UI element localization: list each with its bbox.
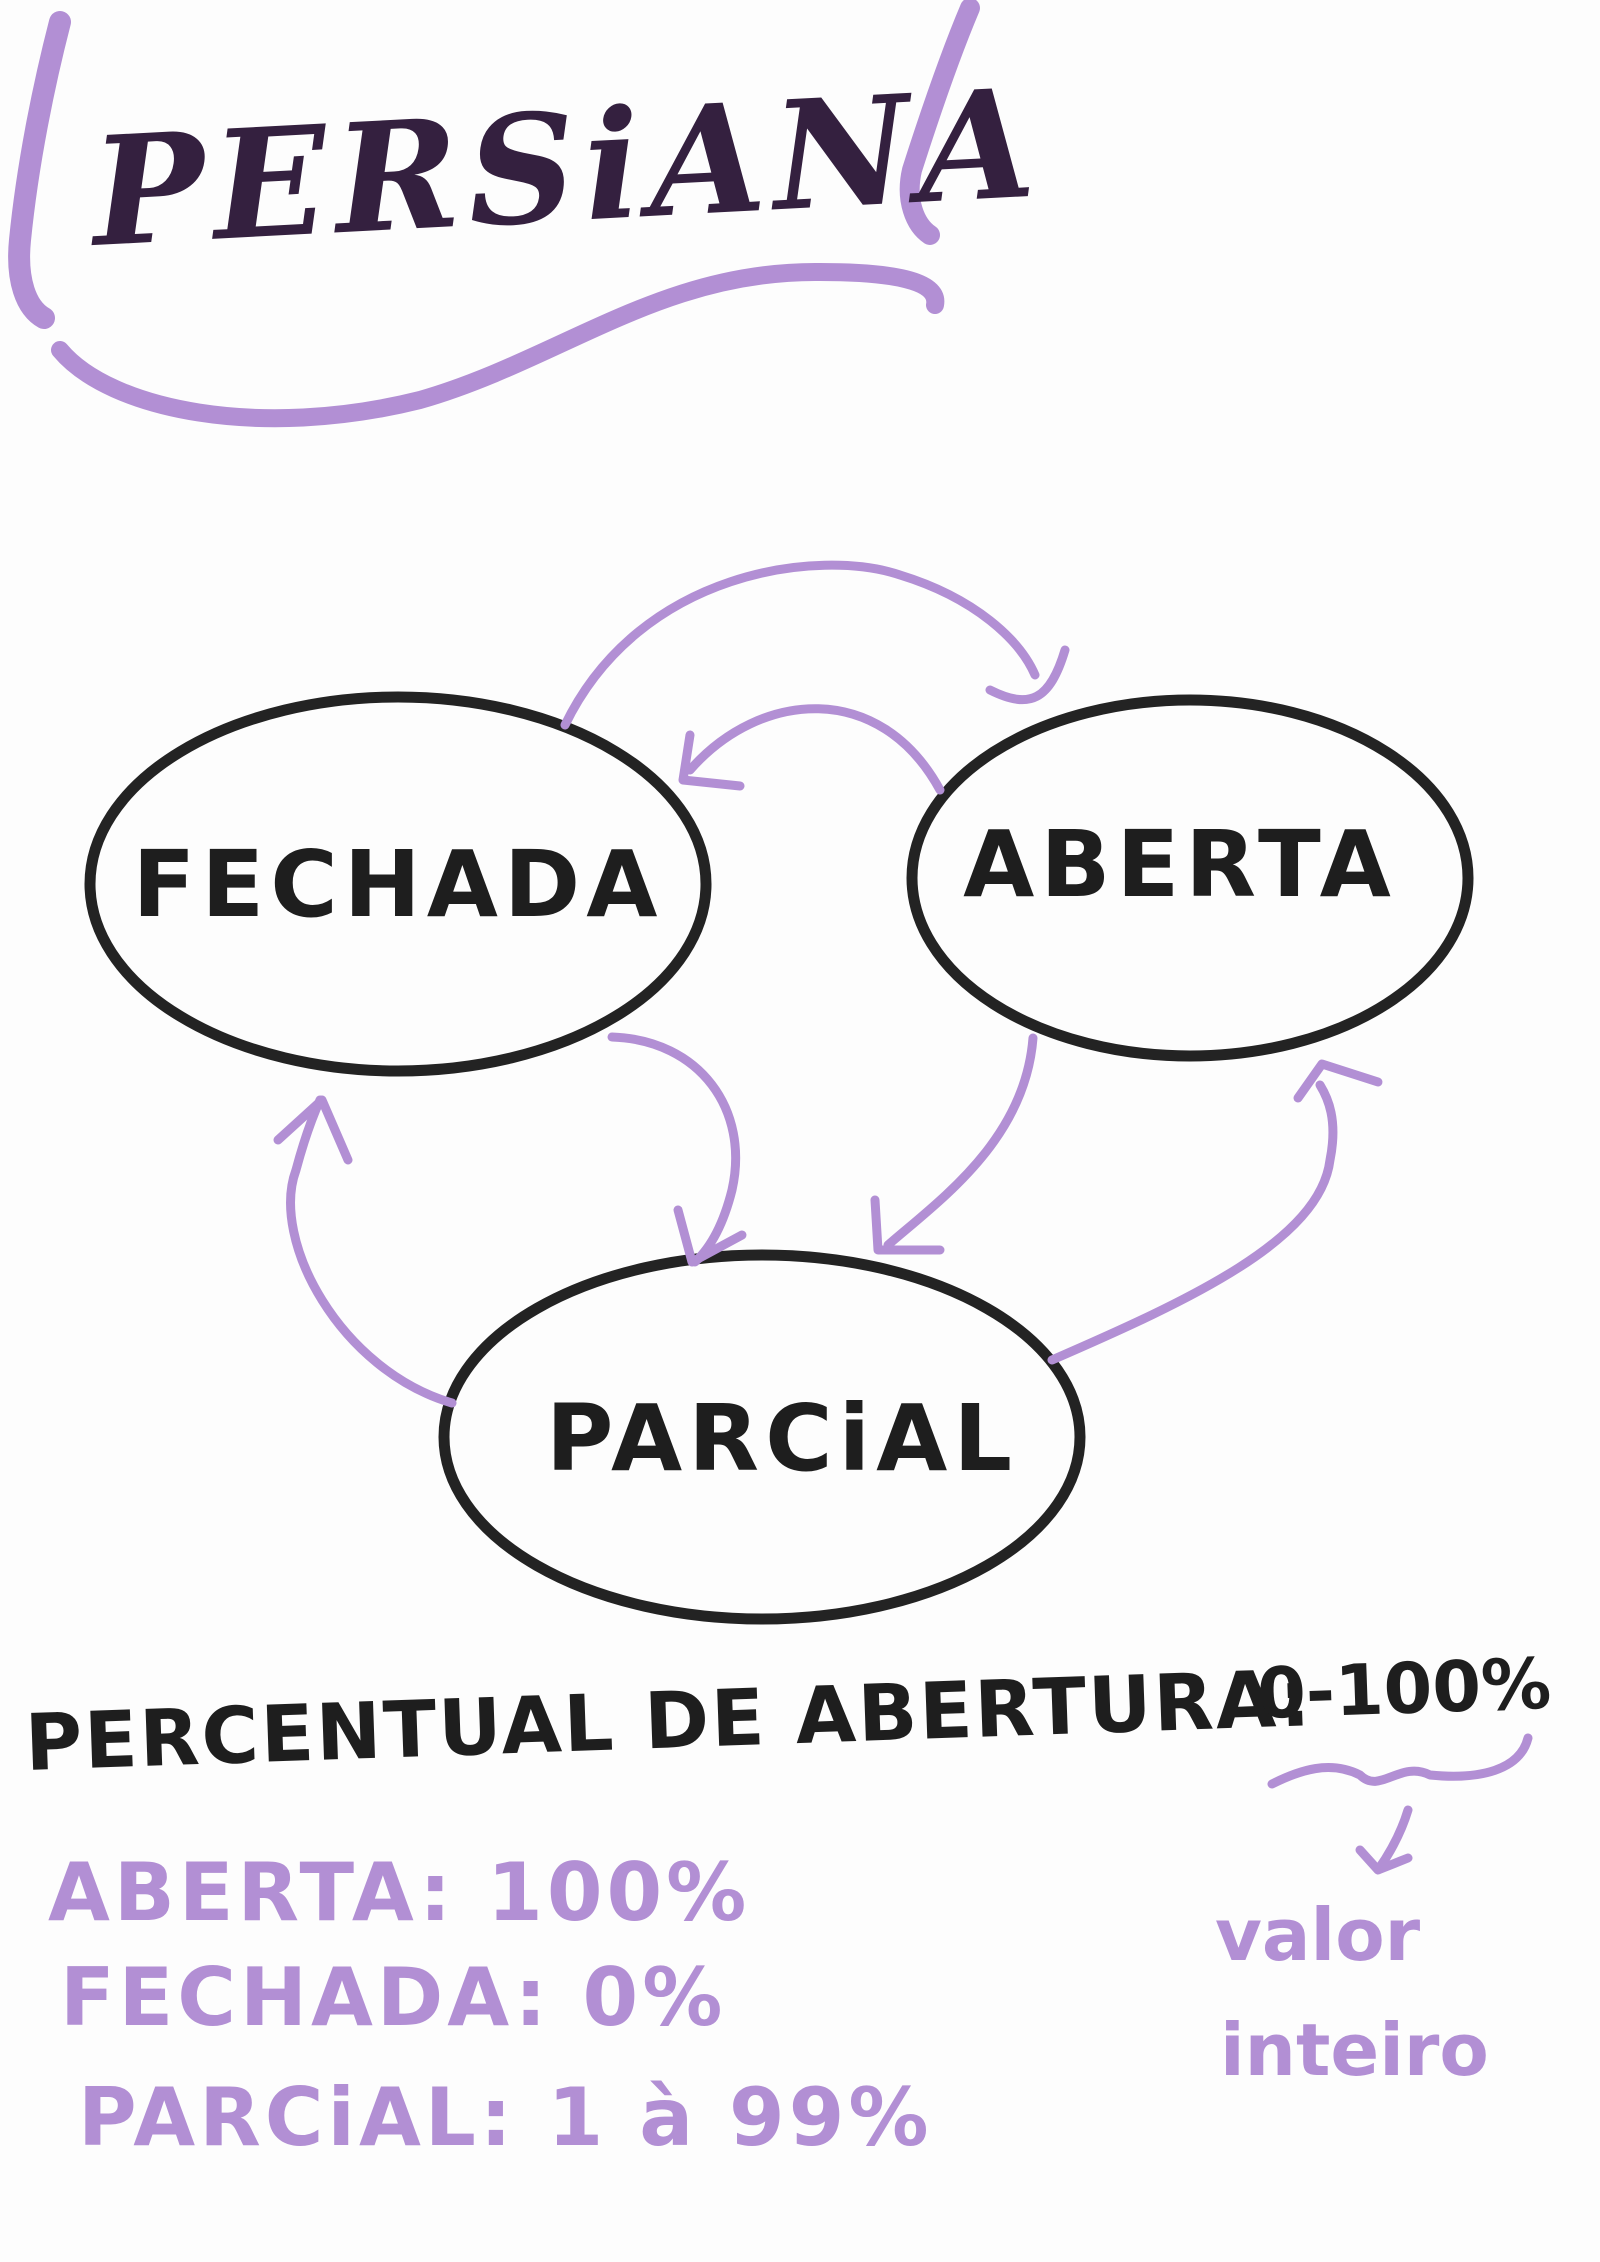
state-label-aberta: ABERTA (963, 811, 1397, 918)
transition-aberta-to-parcial (870, 1033, 1038, 1255)
arrowhead-icon (678, 730, 745, 791)
note-line-2: inteiro (1220, 2008, 1489, 2092)
state-oval-aberta (906, 694, 1474, 1062)
page-title: PERSiANA (84, 55, 1047, 281)
state-label-parcial: PARCiAL (546, 1385, 1018, 1492)
note-line-1: valor (1215, 1893, 1421, 1977)
value-fechada: FECHADA: 0% (60, 1951, 726, 2044)
state-oval-fechada (84, 691, 712, 1077)
percentual-label: PERCENTUAL DE ABERTURA: (24, 1654, 1314, 1789)
title-left-bracket (8, 11, 71, 329)
transition-aberta-to-fechada (678, 704, 945, 795)
range-underline-squiggle (1267, 1733, 1533, 1789)
value-parcial: PARCiAL: 1 à 99% (78, 2071, 933, 2164)
arrowhead-icon (273, 1095, 353, 1165)
title-right-bracket (899, 0, 980, 245)
transition-fechada-to-aberta (560, 560, 1070, 730)
title-underline-wave (51, 262, 945, 428)
arrowhead-icon (870, 1195, 945, 1255)
note-arrow-icon (1355, 1805, 1413, 1875)
percentual-range: 0-100% (1256, 1643, 1553, 1735)
title-decoration (8, 0, 980, 428)
transition-parcial-to-fechada (273, 1095, 457, 1408)
value-aberta: ABERTA: 100% (48, 1846, 750, 1939)
arrowhead-icon (673, 1205, 747, 1267)
arrowhead-icon (1293, 1059, 1383, 1103)
state-label-fechada: FECHADA (133, 831, 664, 938)
state-oval-parcial (438, 1249, 1086, 1625)
arrowhead-icon (985, 645, 1070, 704)
transition-parcial-to-aberta (1047, 1059, 1383, 1365)
transition-fechada-to-parcial (607, 1032, 747, 1267)
